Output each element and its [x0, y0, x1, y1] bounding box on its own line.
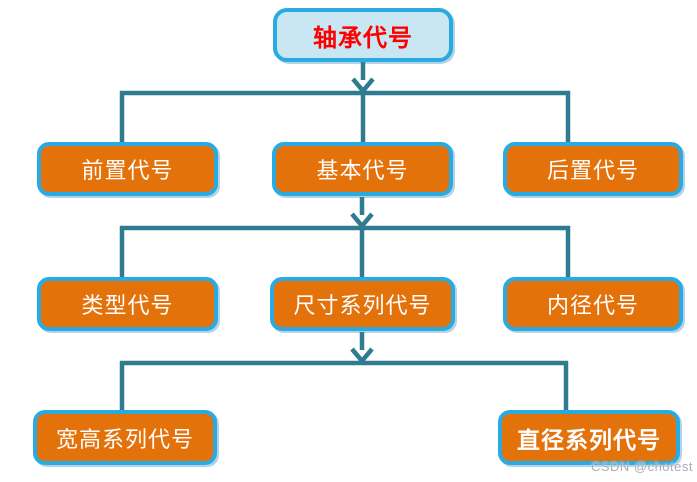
node-prefix-code: 前置代号 — [37, 142, 218, 196]
node-bearing-code-label: 轴承代号 — [313, 24, 413, 52]
node-type-code-label: 类型代号 — [81, 293, 174, 318]
node-prefix-code-label: 前置代号 — [81, 158, 174, 183]
node-basic-code: 基本代号 — [272, 142, 453, 196]
node-size-series-code: 尺寸系列代号 — [270, 277, 455, 331]
node-type-code: 类型代号 — [37, 277, 218, 331]
node-diameter-series-code-label: 直径系列代号 — [517, 426, 661, 453]
csdn-watermark: CSDN @chotest — [590, 459, 693, 474]
node-suffix-code: 后置代号 — [503, 142, 683, 196]
node-bore-code-label: 内径代号 — [546, 293, 639, 318]
node-bearing-code: 轴承代号 — [273, 8, 453, 62]
arrow-head-1 — [351, 77, 375, 95]
node-bore-code: 内径代号 — [503, 277, 683, 331]
node-suffix-code-label: 后置代号 — [546, 158, 639, 183]
node-width-height-series-code: 宽高系列代号 — [33, 410, 217, 465]
arrow-head-3 — [350, 347, 374, 365]
node-width-height-series-code-label: 宽高系列代号 — [55, 426, 194, 452]
node-diameter-series-code: 直径系列代号 — [498, 410, 680, 465]
arrow-head-2 — [350, 212, 374, 230]
node-basic-code-label: 基本代号 — [316, 158, 409, 183]
node-size-series-code-label: 尺寸系列代号 — [293, 293, 432, 318]
